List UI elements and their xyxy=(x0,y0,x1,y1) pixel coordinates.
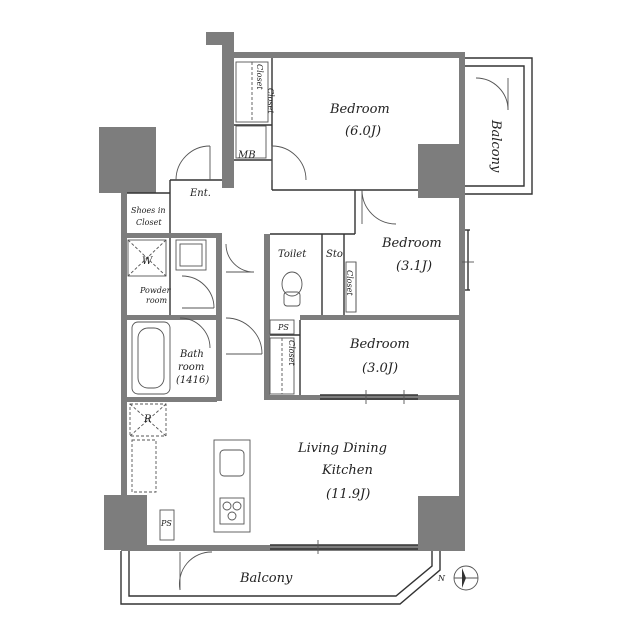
bath-size: (1416) xyxy=(176,375,209,386)
stove xyxy=(219,497,245,525)
washer-label: W xyxy=(142,256,153,267)
closet-label-top-2: Closet xyxy=(266,88,275,114)
windows xyxy=(270,229,474,554)
meter-box-label: MB xyxy=(237,150,256,161)
storage-label: Sto xyxy=(326,249,343,260)
closet-label-low: Closet xyxy=(287,340,296,366)
bedroom-mid-size: (3.1J) xyxy=(396,259,432,274)
closet-label-top-1: Closet xyxy=(255,64,264,90)
closet-label-mid: Closet xyxy=(345,270,354,296)
toilet-bowl xyxy=(283,291,301,307)
compass-north-label: N xyxy=(437,574,446,583)
bedroom-top-name: Bedroom xyxy=(329,102,390,117)
powder-name-line1: Powder xyxy=(139,286,172,295)
walls xyxy=(99,32,465,551)
kitchen-sink xyxy=(219,449,245,477)
bath-name-line1: Bath xyxy=(179,349,204,360)
bedroom-top-size: (6.0J) xyxy=(345,124,381,139)
entrance-label: Ent. xyxy=(189,188,211,199)
balcony-right-label: Balcony xyxy=(488,119,503,173)
bathtub-inner xyxy=(137,327,165,389)
ps-label-2: PS xyxy=(160,519,172,528)
ldk-size: (11.9J) xyxy=(326,487,370,502)
bedroom-low-size: (3.0J) xyxy=(362,361,398,376)
partitions xyxy=(127,58,418,395)
powder-name-line2: room xyxy=(146,296,167,305)
toilet-seat xyxy=(281,271,303,297)
shoes-closet-line1: Shoes in xyxy=(131,206,166,215)
shoes-closet-line2: Closet xyxy=(136,218,162,227)
kitchen-counter xyxy=(213,439,251,533)
balconies xyxy=(120,57,533,605)
bathtub xyxy=(131,321,171,395)
compass: N xyxy=(437,565,479,591)
doors xyxy=(175,77,509,591)
balcony-bottom-label: Balcony xyxy=(239,571,293,586)
closets xyxy=(127,61,357,493)
bedroom-low-name: Bedroom xyxy=(349,337,410,352)
ldk-name-line1: Living Dining xyxy=(297,441,387,456)
fridge-label: R xyxy=(143,414,152,425)
bedroom-mid-name: Bedroom xyxy=(381,236,442,251)
toilet-label: Toilet xyxy=(278,249,307,260)
fixtures xyxy=(131,125,303,541)
bath-name-line2: room xyxy=(178,362,204,373)
ldk-name-line2: Kitchen xyxy=(321,463,373,478)
ps-label-1: PS xyxy=(277,323,289,332)
